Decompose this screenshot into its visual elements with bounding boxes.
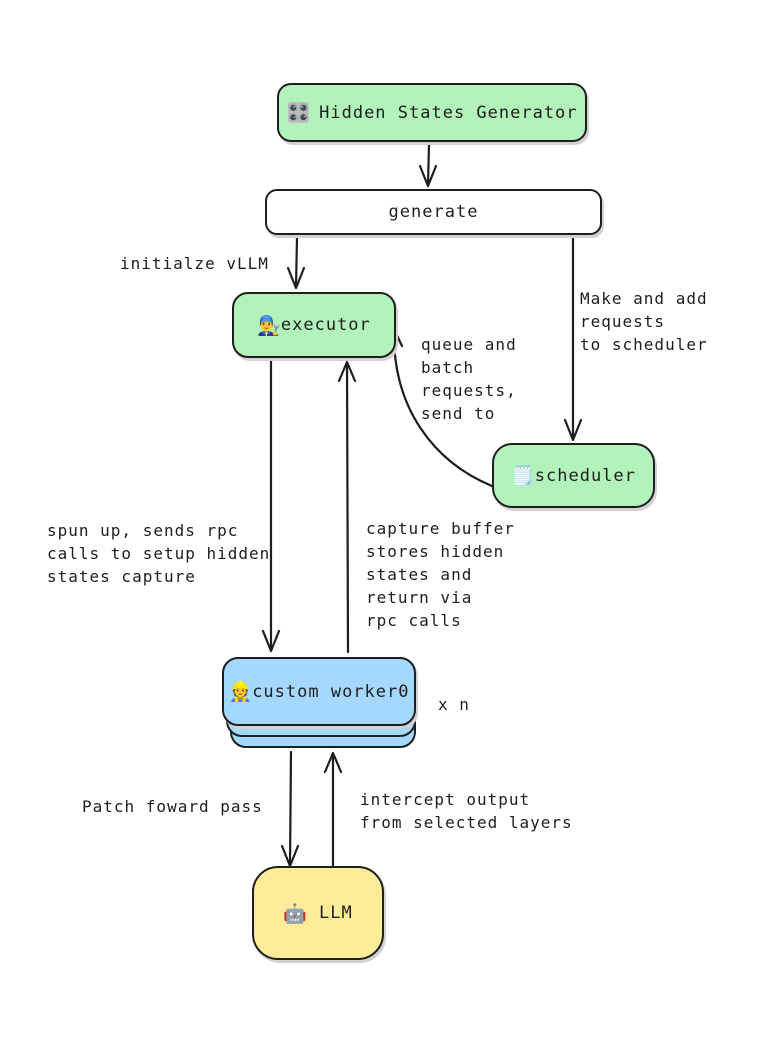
arrow-worker-to-llm bbox=[280, 750, 300, 868]
node-scheduler-label: scheduler bbox=[534, 465, 636, 486]
node-executor-label: executor bbox=[280, 315, 371, 335]
label-make-and-add-requests: Make and add requests to scheduler bbox=[580, 289, 708, 354]
node-custom-worker: 👷 custom worker0 bbox=[222, 657, 416, 726]
node-hidden-states-generator: 🎛️ Hidden States Generator bbox=[277, 83, 587, 142]
label-patch-forward-pass: Patch foward pass bbox=[82, 797, 263, 816]
label-initialize-vllm: initialze vLLM bbox=[120, 254, 269, 273]
label-worker-multiplier: x n bbox=[438, 695, 470, 714]
arrow-generate-to-scheduler bbox=[563, 235, 583, 442]
arrow-generator-to-generate bbox=[418, 143, 438, 188]
node-llm: 🤖 LLM bbox=[252, 866, 384, 960]
arrow-worker-to-executor bbox=[337, 360, 357, 654]
label-intercept-output: intercept output from selected layers bbox=[360, 790, 573, 832]
label-queue-and-batch: queue and batch requests, send to bbox=[421, 335, 517, 423]
label-spun-up-rpc: spun up, sends rpc calls to setup hidden… bbox=[47, 521, 271, 586]
construction-worker-icon: 👷 bbox=[228, 681, 253, 703]
arrow-executor-to-worker bbox=[261, 357, 281, 653]
notepad-icon: 🗒️ bbox=[511, 465, 535, 487]
node-executor: 👨‍🔧 executor bbox=[232, 292, 396, 358]
mechanic-icon: 👨‍🔧 bbox=[257, 314, 281, 337]
robot-icon: 🤖 bbox=[283, 902, 307, 925]
node-custom-worker-label: custom worker0 bbox=[252, 681, 410, 702]
label-capture-buffer: capture buffer stores hidden states and … bbox=[366, 519, 515, 630]
node-hidden-states-generator-label: Hidden States Generator bbox=[319, 102, 578, 123]
node-generate-label: generate bbox=[388, 202, 479, 222]
node-llm-label: LLM bbox=[318, 903, 353, 923]
arrow-generate-to-executor bbox=[286, 235, 306, 290]
control-knobs-icon: 🎛️ bbox=[286, 102, 311, 124]
node-scheduler: 🗒️ scheduler bbox=[492, 443, 655, 508]
node-generate: generate bbox=[265, 189, 602, 235]
arrow-llm-to-worker bbox=[323, 751, 343, 869]
